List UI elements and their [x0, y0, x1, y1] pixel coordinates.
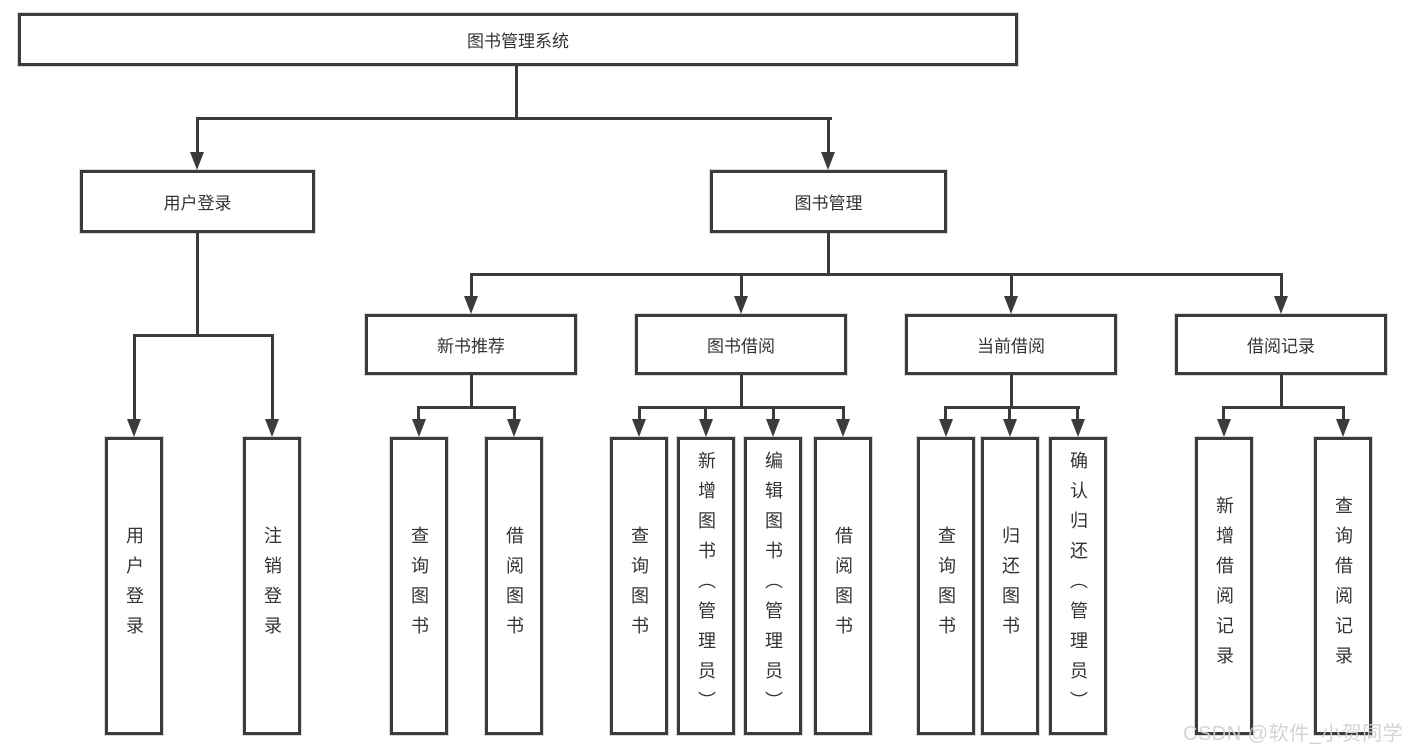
leaf-add-borrow-record-label: 新增借阅记录: [1214, 496, 1234, 676]
leaf-return-books-label: 归还图书: [1000, 526, 1020, 646]
leaf-borrow-books: 借阅图书: [814, 437, 872, 735]
connector-book-management-rail: [470, 273, 1283, 276]
connector-root-stub: [515, 66, 518, 120]
leaf-borrow-books-recommend-label: 借阅图书: [504, 526, 524, 646]
node-user-login-label: 用户登录: [163, 194, 232, 213]
arrowhead-edit-books-admin: [766, 419, 780, 437]
leaf-user-login-label: 用户登录: [124, 526, 144, 646]
node-new-book-recommend: 新书推荐: [365, 314, 577, 375]
connector-drop-query-books-borrow: [638, 406, 641, 421]
connector-drop-query-borrow-record: [1342, 406, 1345, 421]
connector-borrow-records-stub: [1280, 375, 1283, 409]
connector-drop-confirm-return-admin: [1076, 406, 1079, 421]
arrowhead-user-login: [190, 152, 204, 170]
leaf-add-borrow-record: 新增借阅记录: [1195, 437, 1253, 735]
arrowhead-confirm-return-admin: [1071, 419, 1085, 437]
connector-drop-user-login: [196, 117, 199, 154]
connector-book-borrow-stub: [740, 375, 743, 409]
connector-drop-add-borrow-record: [1222, 406, 1225, 421]
connector-book-management-stub: [827, 233, 830, 276]
leaf-query-books-borrow: 查询图书: [610, 437, 668, 735]
connector-drop-current-borrow: [1010, 273, 1013, 298]
connector-drop-add-books-admin: [704, 406, 707, 421]
arrowhead-query-borrow-record: [1336, 419, 1350, 437]
arrowhead-borrow-books: [836, 419, 850, 437]
node-new-book-recommend-label: 新书推荐: [437, 337, 505, 356]
leaf-user-login: 用户登录: [105, 437, 163, 735]
arrowhead-leaf-user-login: [127, 419, 141, 437]
leaf-borrow-books-recommend: 借阅图书: [485, 437, 543, 735]
connector-user-login-rail: [133, 334, 274, 337]
node-book-borrow-label: 图书借阅: [707, 337, 775, 356]
node-current-borrow-label: 当前借阅: [977, 337, 1045, 356]
leaf-query-borrow-record: 查询借阅记录: [1314, 437, 1372, 735]
arrowhead-new-book-recommend: [464, 296, 478, 314]
connector-drop-borrow-books-recommend: [513, 406, 516, 421]
leaf-edit-books-admin: 编辑图书（管理员）: [744, 437, 802, 735]
arrowhead-borrow-records: [1274, 296, 1288, 314]
arrowhead-add-borrow-record: [1217, 419, 1231, 437]
connector-drop-edit-books-admin: [772, 406, 775, 421]
node-book-management-label: 图书管理: [794, 194, 863, 213]
arrowhead-book-borrow: [734, 296, 748, 314]
connector-drop-borrow-books: [842, 406, 845, 421]
leaf-query-books-current-label: 查询图书: [936, 526, 956, 646]
connector-drop-new-book-recommend: [470, 273, 473, 298]
leaf-confirm-return-admin: 确认归还（管理员）: [1049, 437, 1107, 735]
connector-drop-book-borrow: [740, 273, 743, 298]
node-user-login: 用户登录: [80, 170, 315, 233]
connector-drop-book-management: [827, 117, 830, 154]
node-root-label: 图书管理系统: [467, 32, 569, 51]
connector-drop-borrow-records: [1280, 273, 1283, 298]
leaf-query-books-borrow-label: 查询图书: [629, 526, 649, 646]
arrowhead-current-borrow: [1004, 296, 1018, 314]
node-current-borrow: 当前借阅: [905, 314, 1117, 375]
leaf-return-books: 归还图书: [981, 437, 1039, 735]
leaf-query-borrow-record-label: 查询借阅记录: [1333, 496, 1353, 676]
leaf-logout-label: 注销登录: [262, 526, 282, 646]
leaf-add-books-admin-label: 新增图书（管理员）: [696, 451, 716, 721]
node-borrow-records-label: 借阅记录: [1247, 337, 1315, 356]
arrowhead-borrow-books-recommend: [507, 419, 521, 437]
connector-drop-query-books-current: [944, 406, 947, 421]
arrowhead-query-books-borrow: [632, 419, 646, 437]
leaf-query-books-recommend-label: 查询图书: [409, 526, 429, 646]
connector-root-rail: [196, 117, 832, 120]
leaf-logout: 注销登录: [243, 437, 301, 735]
node-book-borrow: 图书借阅: [635, 314, 847, 375]
csdn-watermark: CSDN @软件_小贺同学: [1183, 723, 1404, 745]
node-book-management: 图书管理: [710, 170, 947, 233]
arrowhead-return-books: [1003, 419, 1017, 437]
node-borrow-records: 借阅记录: [1175, 314, 1387, 375]
connector-drop-leaf-logout: [271, 334, 274, 420]
leaf-query-books-recommend: 查询图书: [390, 437, 448, 735]
connector-borrow-records-rail: [1222, 406, 1345, 409]
arrowhead-leaf-logout: [265, 419, 279, 437]
connector-book-borrow-rail: [638, 406, 845, 409]
leaf-add-books-admin: 新增图书（管理员）: [677, 437, 735, 735]
connector-drop-leaf-user-login: [133, 334, 136, 420]
arrowhead-query-books-current: [939, 419, 953, 437]
leaf-query-books-current: 查询图书: [917, 437, 975, 735]
node-root: 图书管理系统: [18, 13, 1018, 66]
leaf-confirm-return-admin-label: 确认归还（管理员）: [1068, 451, 1088, 721]
connector-drop-return-books: [1008, 406, 1011, 421]
connector-new-book-recommend-stub: [470, 375, 473, 409]
leaf-borrow-books-label: 借阅图书: [833, 526, 853, 646]
connector-current-borrow-stub: [1010, 375, 1013, 409]
connector-user-login-stub: [196, 233, 199, 337]
connector-current-borrow-rail: [944, 406, 1080, 409]
leaf-edit-books-admin-label: 编辑图书（管理员）: [763, 451, 783, 721]
connector-new-book-recommend-rail: [417, 406, 516, 409]
connector-drop-query-books-recommend: [417, 406, 420, 421]
arrowhead-add-books-admin: [699, 419, 713, 437]
arrowhead-query-books-recommend: [412, 419, 426, 437]
arrowhead-book-management: [821, 152, 835, 170]
